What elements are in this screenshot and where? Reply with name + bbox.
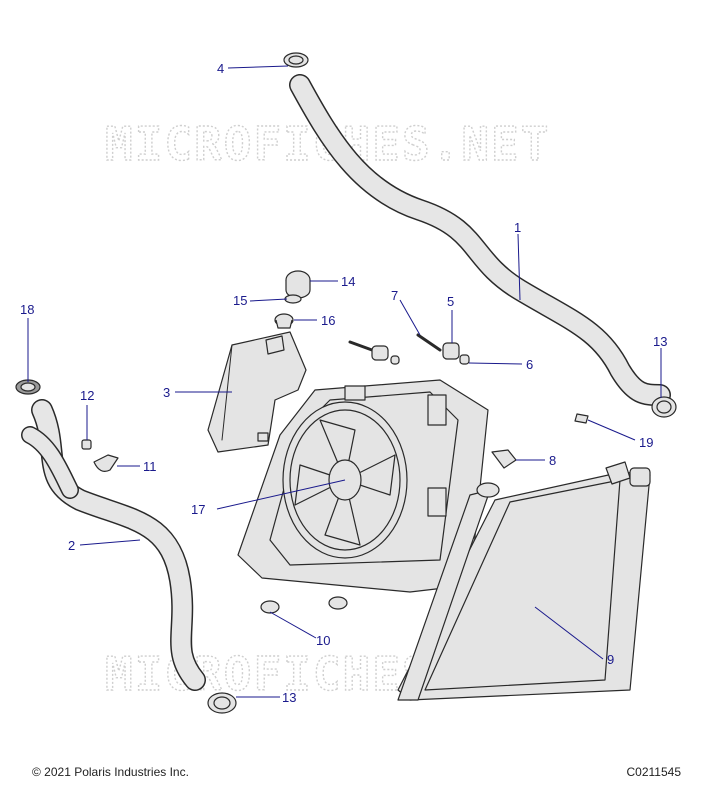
grommet-16 [274, 313, 294, 329]
lower-hose [21, 399, 206, 691]
callouts: 4 1 2 3 7 5 6 8 9 10 11 12 13 13 14 15 1… [20, 61, 667, 705]
hose-clamp-right [651, 396, 677, 418]
callout-1: 1 [514, 220, 521, 235]
callout-17: 17 [191, 502, 205, 517]
bracket-8 [491, 449, 517, 469]
bushing-5 [442, 342, 460, 360]
callout-5: 5 [447, 294, 454, 309]
callout-4: 4 [217, 61, 224, 76]
copyright-text: © 2021 Polaris Industries Inc. [32, 765, 189, 779]
reservoir-cap [285, 270, 311, 299]
bolt-7 [416, 333, 442, 352]
radiator [397, 461, 651, 701]
clip-11 [93, 454, 119, 472]
o-ring [284, 294, 302, 304]
callout-10: 10 [316, 633, 330, 648]
callout-19: 19 [639, 435, 653, 450]
callout-15: 15 [233, 293, 247, 308]
clamp-18 [15, 379, 41, 395]
grommet-10-right [328, 596, 348, 610]
bolt-12 [81, 439, 92, 450]
callout-2: 2 [68, 538, 75, 553]
label-19 [574, 413, 589, 424]
callout-7: 7 [391, 288, 398, 303]
callout-16: 16 [321, 313, 335, 328]
coolant-reservoir [207, 331, 307, 453]
callout-14: 14 [341, 274, 355, 289]
leader-lines [27, 65, 662, 698]
drawing-code: C0211545 [626, 765, 682, 779]
hose-clamp-top [283, 52, 309, 68]
callout-13-right: 13 [653, 334, 667, 349]
upper-hose [289, 74, 671, 406]
callout-8: 8 [549, 453, 556, 468]
callout-3: 3 [163, 385, 170, 400]
grommet-10-left [260, 600, 280, 614]
callout-18: 18 [20, 302, 34, 317]
callout-13-bottom: 13 [282, 690, 296, 705]
callout-9: 9 [607, 652, 614, 667]
callout-6: 6 [526, 357, 533, 372]
nut-6 [459, 354, 470, 365]
callout-11: 11 [143, 459, 157, 474]
bolt-and-bushing-left [348, 340, 400, 365]
hose-clamp-bottom [207, 692, 237, 714]
callout-12: 12 [80, 388, 94, 403]
